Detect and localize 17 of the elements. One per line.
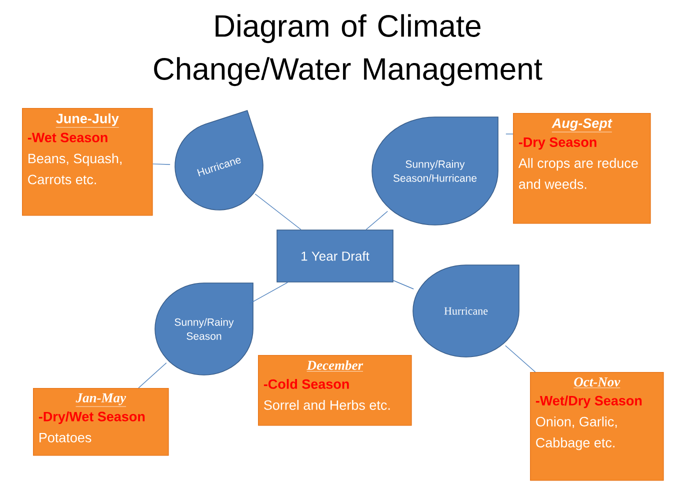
season-card: Aug-Sept -Dry Season All crops are reduce and weeds.: [513, 113, 651, 224]
connector-line: [366, 210, 388, 230]
connector-line: [138, 362, 167, 388]
title: Diagram of Climate Change/Water Management: [154, 14, 542, 86]
season-card: Oct-Nov -Wet/Dry Season Onion, Garlic, Cabbage etc.: [530, 372, 664, 481]
process-box: 1 Year Draft: [276, 230, 394, 282]
connector-line: [250, 282, 288, 304]
season-card: December -Cold Season Sorrel and Herbs etc.: [258, 355, 412, 426]
season-card: Jan-May -Dry/Wet Season Potatoes: [33, 388, 169, 456]
connector-line: [254, 194, 302, 230]
connector-line: [393, 280, 414, 290]
teardrop: Sunny/Rainy Season/Hurricane: [372, 116, 498, 226]
connector-line: [152, 164, 170, 165]
teardrop: Sunny/Rainy Season: [154, 282, 254, 376]
connector-line: [505, 345, 536, 372]
teardrop: Hurricane: [412, 264, 520, 358]
season-card: June-July -Wet Season Beans, Squash, Carrots etc.: [22, 108, 153, 216]
